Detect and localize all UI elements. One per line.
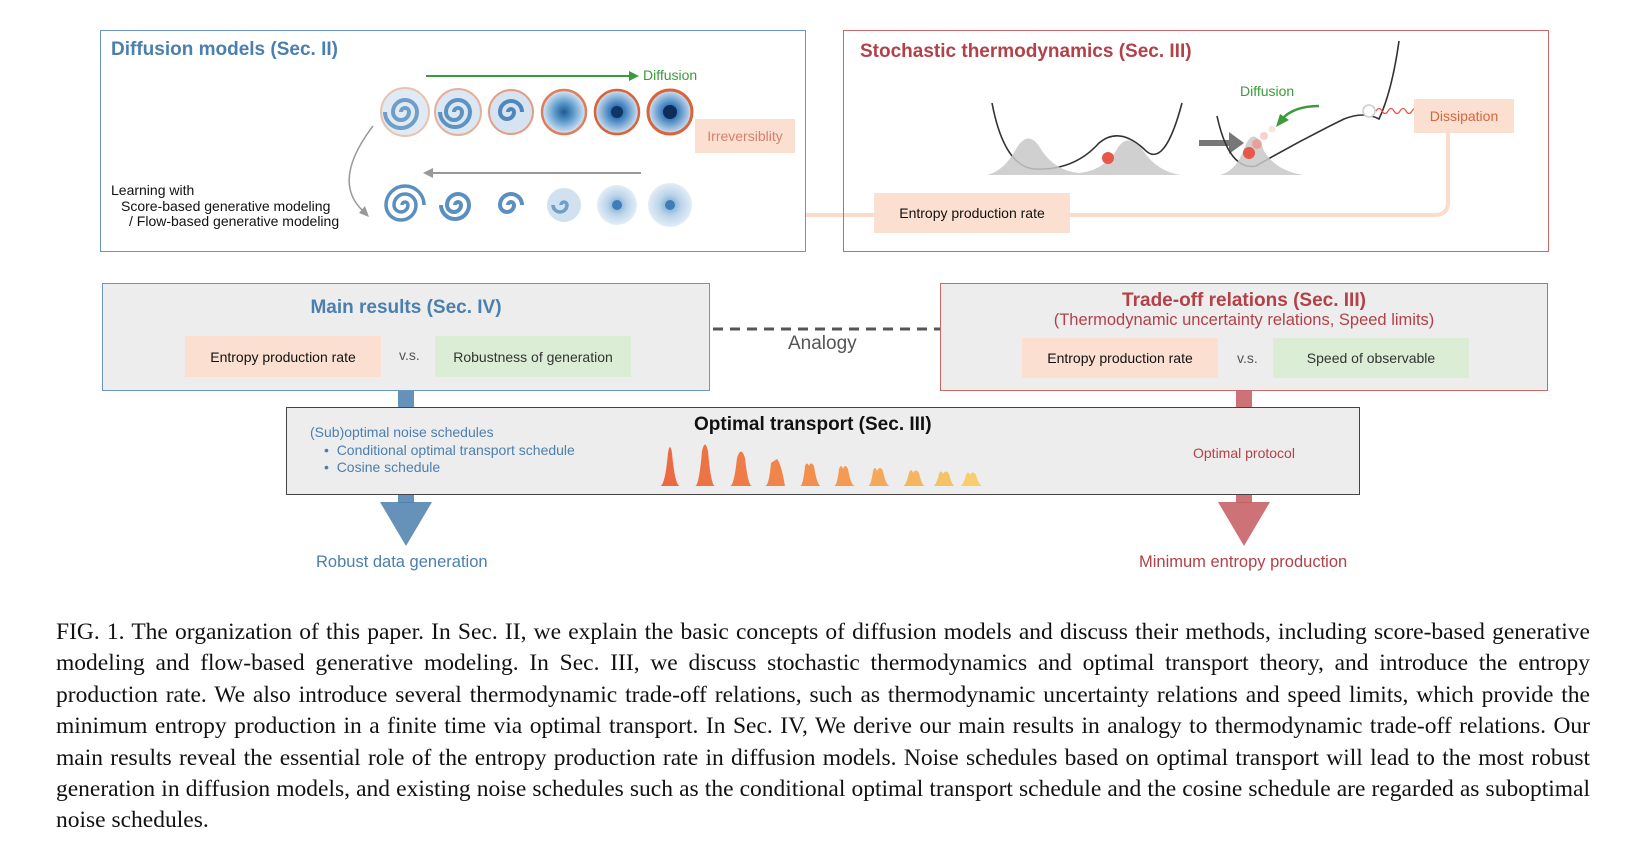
reverse-sample-5 (597, 185, 637, 225)
forward-process-samples (380, 87, 694, 137)
learning-line-1: Learning with (111, 182, 195, 198)
outcome-arrows (380, 391, 1270, 546)
main-robustness-tag: Robustness of generation (435, 336, 631, 377)
forward-sample-2 (434, 88, 482, 136)
transport-peaks (660, 444, 983, 486)
thermo-diffusion-label: Diffusion (1240, 83, 1295, 99)
tradeoff-title: Trade-off relations (Sec. III) (1122, 290, 1366, 311)
diffusion-label: Diffusion (643, 67, 698, 83)
forward-sample-4 (540, 88, 588, 136)
tradeoff-vs-label: v.s. (1237, 350, 1258, 366)
forward-sample-1 (380, 87, 430, 137)
figure: Diffusion models (Sec. II) Diffusion (100, 30, 1549, 571)
thermo-entropy-tag: Entropy production rate (874, 193, 1070, 233)
forward-sample-5 (593, 88, 641, 136)
dissipation-tag: Dissipation (1414, 99, 1514, 133)
diffusion-models-panel: Diffusion models (Sec. II) Diffusion (100, 30, 806, 252)
main-results-title: Main results (Sec. IV) (310, 297, 502, 318)
diffusion-panel-title: Diffusion models (Sec. II) (111, 39, 338, 60)
thermo-panel-title: Stochastic thermodynamics (Sec. III) (860, 41, 1192, 62)
schedules-heading: (Sub)optimal noise schedules (310, 424, 494, 440)
stochastic-thermodynamics-panel: Stochastic thermodynamics (Sec. III) (843, 30, 1549, 252)
reverse-sample-4 (547, 188, 581, 222)
optimal-transport-panel: Optimal transport (Sec. III) (Sub)optima… (286, 407, 1360, 495)
potential-landscape-illustration (987, 40, 1429, 175)
main-vs-label: v.s. (399, 347, 420, 363)
robust-generation-label: Robust data generation (316, 553, 488, 571)
tradeoff-panel: Trade-off relations (Sec. III) (Thermody… (940, 283, 1548, 391)
irreversibility-tag: Irreversiblity (695, 119, 795, 153)
tradeoff-speed-tag: Speed of observable (1273, 338, 1469, 378)
reverse-sample-6 (648, 183, 692, 227)
forward-sample-6 (646, 88, 694, 136)
schedule-item-2: • Cosine schedule (324, 459, 441, 475)
learning-line-3: / Flow-based generative modeling (129, 213, 340, 229)
minimum-entropy-label: Minimum entropy production (1139, 553, 1348, 571)
tradeoff-entropy-tag: Entropy production rate (1022, 338, 1218, 378)
main-entropy-tag: Entropy production rate (185, 336, 381, 377)
main-results-panel: Main results (Sec. IV) Entropy productio… (102, 283, 710, 391)
noise-schedules-list: (Sub)optimal noise schedules • Condition… (310, 424, 575, 477)
figure-caption: FIG. 1. The organization of this paper. … (56, 619, 1590, 834)
diffusion-arrows (348, 71, 641, 217)
schedule-item-1: • Conditional optimal transport schedule (324, 441, 575, 458)
optimal-transport-title: Optimal transport (Sec. III) (694, 414, 932, 435)
reverse-sample-3 (497, 192, 524, 214)
tradeoff-subtitle: (Thermodynamic uncertainty relations, Sp… (1053, 311, 1435, 329)
forward-sample-3 (488, 89, 534, 135)
reverse-process-samples (384, 183, 692, 227)
reverse-sample-2 (439, 192, 472, 221)
learning-line-2: Score-based generative modeling (121, 197, 331, 214)
learning-text: Learning with Score-based generative mod… (111, 182, 340, 230)
reverse-sample-1 (384, 184, 426, 222)
optimal-protocol-label: Optimal protocol (1193, 445, 1295, 461)
analogy-label: Analogy (788, 333, 857, 354)
